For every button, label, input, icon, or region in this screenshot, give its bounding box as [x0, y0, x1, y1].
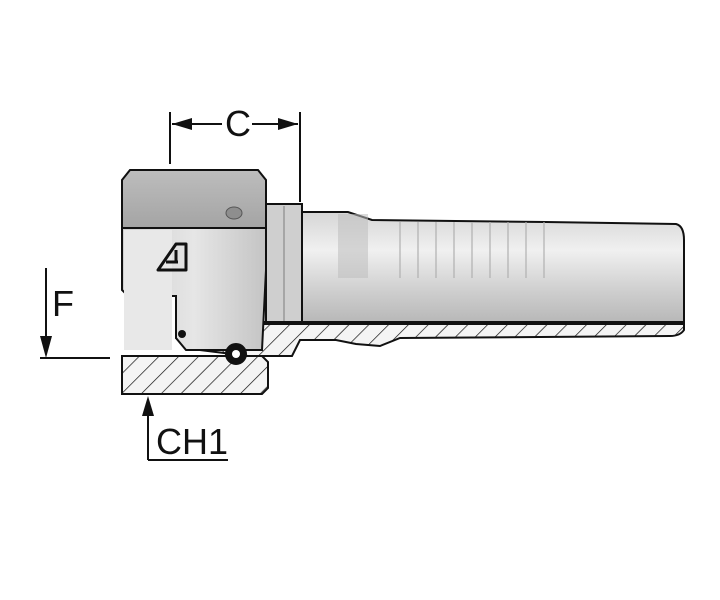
dim-c-arrow-left: [172, 118, 192, 130]
tail-barbs: [399, 222, 545, 278]
hose-tail: [175, 203, 685, 357]
nut-top-band: [121, 169, 267, 229]
nut-left-face: [124, 230, 172, 350]
tail-shoulder-shade: [338, 214, 368, 278]
seal-dot: [178, 330, 186, 338]
dim-ch1-arrow: [142, 396, 154, 416]
nut-section-body: [121, 355, 269, 395]
dim-f-label: F: [52, 283, 74, 324]
nut-section: [121, 330, 269, 395]
dimension-f: [40, 268, 110, 359]
dim-ch1-label: CH1: [156, 421, 228, 462]
dim-f-arrow: [40, 336, 52, 358]
dim-c-label: C: [225, 103, 251, 144]
dimension-ch1: [142, 396, 228, 461]
brand-logo-icon: [156, 242, 188, 272]
nut-hole: [225, 206, 243, 220]
dimension-c: [169, 112, 301, 202]
hex-nut: [121, 169, 267, 351]
tail-section: [175, 323, 685, 357]
dim-c-arrow-right: [278, 118, 298, 130]
tail-body: [299, 211, 685, 323]
